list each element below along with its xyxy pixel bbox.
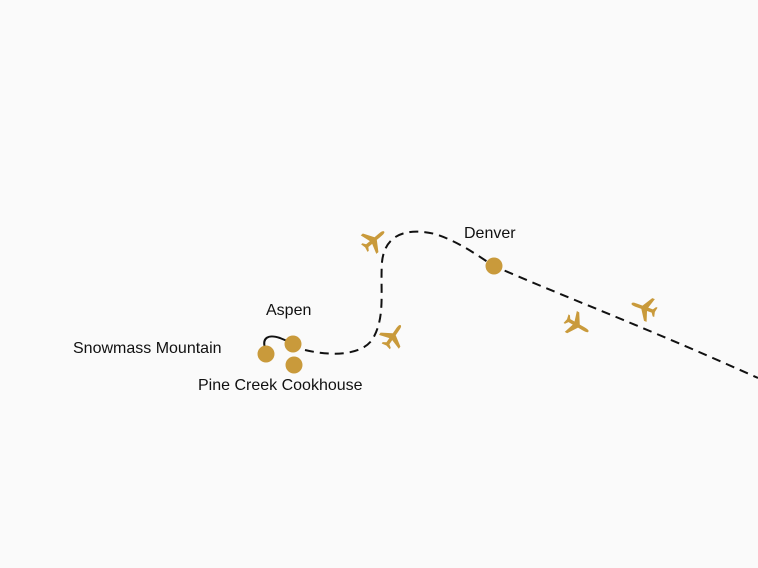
label-denver: Denver: [464, 225, 516, 242]
airplane-icon: [559, 308, 595, 343]
marker-denver[interactable]: [485, 257, 503, 275]
label-snowmass-mountain: Snowmass Mountain: [73, 340, 222, 357]
flight-route: [304, 230, 758, 379]
local-route: [263, 335, 293, 349]
marker-aspen[interactable]: [284, 335, 302, 353]
airplane-icon: [356, 222, 392, 258]
marker-pine-creek-cookhouse[interactable]: [285, 356, 303, 374]
airplane-icon: [375, 318, 411, 354]
airplane-icon: [627, 292, 661, 324]
marker-snowmass-mountain[interactable]: [257, 345, 275, 363]
label-pine-creek-cookhouse: Pine Creek Cookhouse: [198, 377, 363, 394]
label-aspen: Aspen: [266, 302, 312, 319]
